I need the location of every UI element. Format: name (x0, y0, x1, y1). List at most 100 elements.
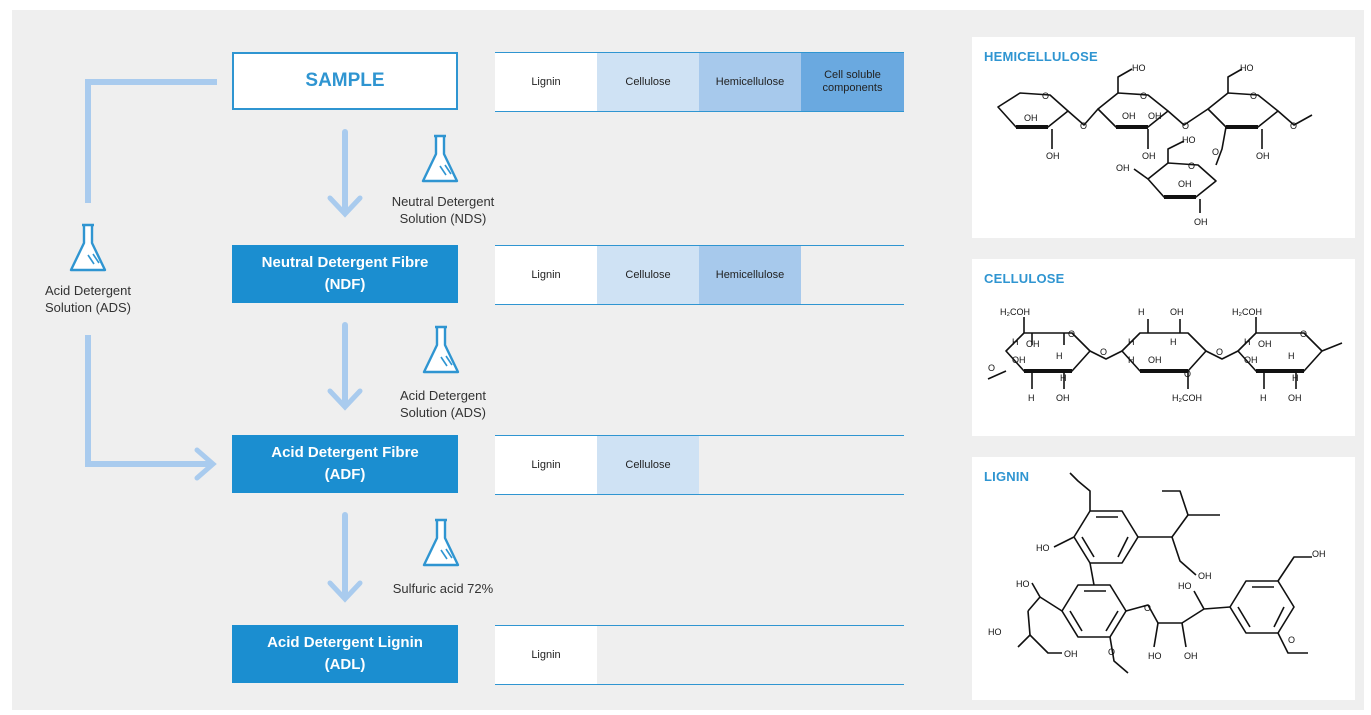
svg-text:H₂COH: H₂COH (1172, 393, 1202, 403)
svg-text:O: O (988, 363, 995, 373)
svg-text:OH: OH (1024, 113, 1038, 123)
svg-text:HO: HO (1240, 63, 1254, 73)
svg-text:HO: HO (1016, 579, 1030, 589)
svg-text:H: H (1056, 351, 1063, 361)
svg-text:H: H (1260, 393, 1267, 403)
svg-text:O: O (1100, 347, 1107, 357)
flask-icon (421, 134, 459, 183)
segment-lignin: Lignin (495, 436, 597, 494)
svg-text:O: O (1300, 329, 1307, 339)
svg-text:OH: OH (1178, 179, 1192, 189)
svg-text:OH: OH (1258, 339, 1272, 349)
segment-lignin: Lignin (495, 53, 597, 111)
reagent-side-ads-line1: Acid Detergent (45, 283, 131, 298)
sample-label: SAMPLE (305, 70, 385, 91)
reagent-ads-line2: Solution (ADS) (400, 405, 486, 420)
svg-text:O: O (1068, 329, 1075, 339)
svg-text:H: H (1060, 373, 1067, 383)
hemicellulose-card: HEMICELLULOSE (972, 37, 1355, 238)
lignin-structure-icon: HO HO HO OH O HO OH HO OH OH O O (988, 472, 1326, 674)
svg-text:OH: OH (1116, 163, 1130, 173)
svg-text:H: H (1128, 337, 1135, 347)
svg-text:OH: OH (1244, 355, 1258, 365)
adf-box: Acid Detergent Fibre (ADF) (232, 435, 458, 493)
segment-cell-soluble-line2: components (822, 82, 883, 94)
svg-text:O: O (1212, 147, 1219, 157)
lignin-title: LIGNIN (984, 469, 1030, 484)
svg-text:OH: OH (1256, 151, 1270, 161)
flask-icon (422, 325, 460, 374)
svg-text:OH: OH (1312, 549, 1326, 559)
segment-cellulose: Cellulose (597, 53, 699, 111)
svg-text:O: O (1140, 91, 1147, 101)
svg-text:OH: OH (1012, 355, 1026, 365)
flask-icon (422, 518, 460, 567)
fraction-bar-adl: Lignin (495, 625, 904, 685)
fraction-bar-sample: Lignin Cellulose Hemicellulose Cell solu… (495, 52, 904, 112)
svg-text:OH: OH (1026, 339, 1040, 349)
svg-text:H: H (1170, 337, 1177, 347)
adl-box: Acid Detergent Lignin (ADL) (232, 625, 458, 683)
svg-text:OH: OH (1046, 151, 1060, 161)
svg-text:O: O (1080, 121, 1087, 131)
svg-text:H₂COH: H₂COH (1000, 307, 1030, 317)
segment-lignin: Lignin (495, 626, 597, 684)
segment-hemicellulose: Hemicellulose (699, 246, 801, 304)
svg-text:O: O (1250, 91, 1257, 101)
cellulose-card: CELLULOSE (972, 259, 1355, 436)
flask-icon (69, 223, 107, 272)
cellulose-title: CELLULOSE (984, 271, 1065, 286)
sample-box: SAMPLE (232, 52, 458, 110)
segment-cellulose: Cellulose (597, 246, 699, 304)
down-arrow-adf-to-adl (327, 512, 363, 603)
lignin-card: LIGNIN (972, 457, 1355, 700)
reagent-nds-line1: Neutral Detergent (391, 194, 495, 209)
svg-text:HO: HO (1148, 651, 1162, 661)
ndf-abbrev: (NDF) (324, 276, 366, 293)
segment-cellulose: Cellulose (597, 436, 699, 494)
svg-text:H: H (1028, 393, 1035, 403)
svg-text:OH: OH (1198, 571, 1212, 581)
svg-text:O: O (1290, 121, 1297, 131)
reagent-side-ads-line2: Solution (ADS) (45, 300, 131, 315)
hemicellulose-structure-icon: O O O O O O O O OH OH OH OH OH OH HO HO … (997, 63, 1313, 227)
svg-text:OH: OH (1148, 355, 1162, 365)
side-arrow-sample-to-adf (85, 79, 217, 481)
svg-text:H: H (1292, 373, 1299, 383)
segment-cell-soluble-line1: Cell soluble (824, 69, 881, 81)
ndf-label: Neutral Detergent Fibre (261, 254, 429, 271)
reagent-nds: Neutral Detergent Solution (NDS) (378, 193, 508, 227)
svg-text:O: O (1042, 91, 1049, 101)
ndf-box: Neutral Detergent Fibre (NDF) (232, 245, 458, 303)
svg-text:O: O (1184, 369, 1191, 379)
svg-text:H: H (1128, 355, 1135, 365)
svg-text:OH: OH (1064, 649, 1078, 659)
svg-text:OH: OH (1148, 111, 1162, 121)
svg-text:OH: OH (1122, 111, 1136, 121)
adf-label: Acid Detergent Fibre (271, 444, 419, 461)
svg-text:OH: OH (1184, 651, 1198, 661)
segment-cell-soluble: Cell soluble components (801, 53, 904, 111)
svg-text:HO: HO (988, 627, 1002, 637)
reagent-sulfuric-line: Sulfuric acid 72% (392, 581, 494, 596)
svg-text:OH: OH (1194, 217, 1208, 227)
svg-text:OH: OH (1170, 307, 1184, 317)
svg-text:H₂COH: H₂COH (1232, 307, 1262, 317)
fraction-bar-ndf: Lignin Cellulose Hemicellulose (495, 245, 904, 305)
hemicellulose-title: HEMICELLULOSE (984, 49, 1098, 64)
svg-text:O: O (1288, 635, 1295, 645)
down-arrow-ndf-to-adf (327, 322, 363, 411)
segment-hemicellulose: Hemicellulose (699, 53, 801, 111)
svg-text:O: O (1108, 647, 1115, 657)
adf-abbrev: (ADF) (324, 466, 366, 483)
svg-text:HO: HO (1182, 135, 1196, 145)
down-arrow-sample-to-ndf (327, 129, 363, 218)
svg-text:HO: HO (1132, 63, 1146, 73)
segment-lignin: Lignin (495, 246, 597, 304)
reagent-sulfuric: Sulfuric acid 72% (378, 580, 508, 597)
svg-text:H: H (1288, 351, 1295, 361)
reagent-nds-line2: Solution (NDS) (399, 211, 487, 226)
cellulose-structure-icon: H₂COH H₂COH H₂COH O O O O O O H OH H OH … (987, 307, 1343, 403)
reagent-side-ads: Acid Detergent Solution (ADS) (28, 282, 148, 316)
